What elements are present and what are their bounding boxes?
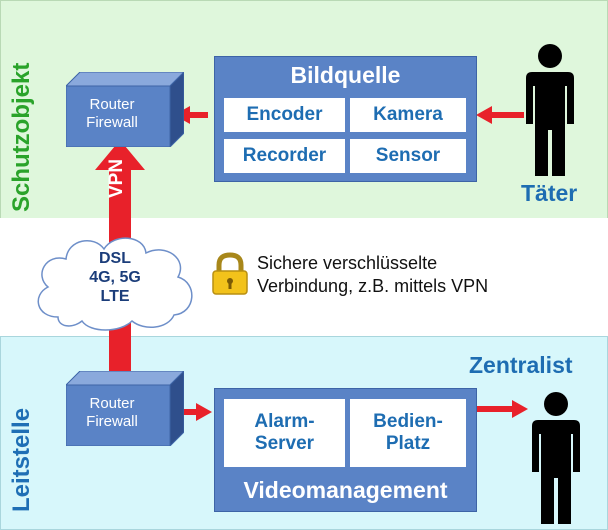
router-firewall-bottom: Router Firewall: [66, 371, 184, 446]
operator-label: Zentralist: [469, 352, 573, 378]
cloud-line-dsl: DSL: [99, 250, 131, 267]
operator-console-line1: Bedien-: [373, 411, 443, 432]
router-bottom-line2: Firewall: [86, 413, 138, 430]
router-top-line2: Firewall: [86, 114, 138, 131]
alarm-server-box: Alarm- Server: [224, 399, 345, 467]
vpn-label: VPN: [106, 158, 127, 198]
arrow-vms-to-operator-icon: [472, 400, 528, 418]
recorder-box: Recorder: [224, 139, 345, 173]
perpetrator-person-icon: [526, 44, 574, 176]
padlock-icon: [212, 252, 248, 295]
operator-person-icon: [532, 392, 580, 524]
alarm-server-line1: Alarm-: [254, 411, 315, 432]
router-top-label: Router Firewall: [66, 96, 158, 132]
cloud-text: DSL 4G, 5G LTE: [28, 249, 202, 306]
router-box-icon: [66, 371, 184, 446]
image-source-panel: Bildquelle Encoder Kamera Recorder Senso…: [214, 56, 477, 182]
internet-cloud: DSL 4G, 5G LTE: [28, 229, 202, 335]
cloud-line-lte: LTE: [100, 288, 130, 305]
secure-connection-line1: Sichere verschlüsselte: [257, 253, 438, 273]
router-box-icon: [66, 72, 184, 147]
router-bottom-line1: Router: [89, 395, 135, 412]
router-bottom-label: Router Firewall: [66, 395, 158, 431]
cloud-line-4g5g: 4G, 5G: [89, 269, 141, 286]
video-management-panel: Alarm- Server Bedien- Platz Videomanagem…: [214, 388, 477, 512]
secure-connection-text: Sichere verschlüsselte Verbindung, z.B. …: [257, 252, 488, 298]
cloud-icon: [37, 237, 193, 331]
operator-console-box: Bedien- Platz: [350, 399, 466, 467]
camera-box: Kamera: [350, 98, 466, 132]
encoder-box: Encoder: [224, 98, 345, 132]
arrow-person-to-camera-icon: [476, 106, 524, 124]
perpetrator-label: Täter: [521, 180, 578, 206]
image-source-title: Bildquelle: [290, 62, 401, 88]
operator-console-line2: Platz: [385, 433, 431, 454]
alarm-server-line2: Server: [254, 433, 315, 454]
router-firewall-top: Router Firewall: [66, 72, 184, 147]
video-management-title: Videomanagement: [243, 477, 448, 503]
secure-connection-line2: Verbindung, z.B. mittels VPN: [257, 276, 489, 296]
sensor-box: Sensor: [350, 139, 466, 173]
router-top-line1: Router: [89, 96, 135, 113]
